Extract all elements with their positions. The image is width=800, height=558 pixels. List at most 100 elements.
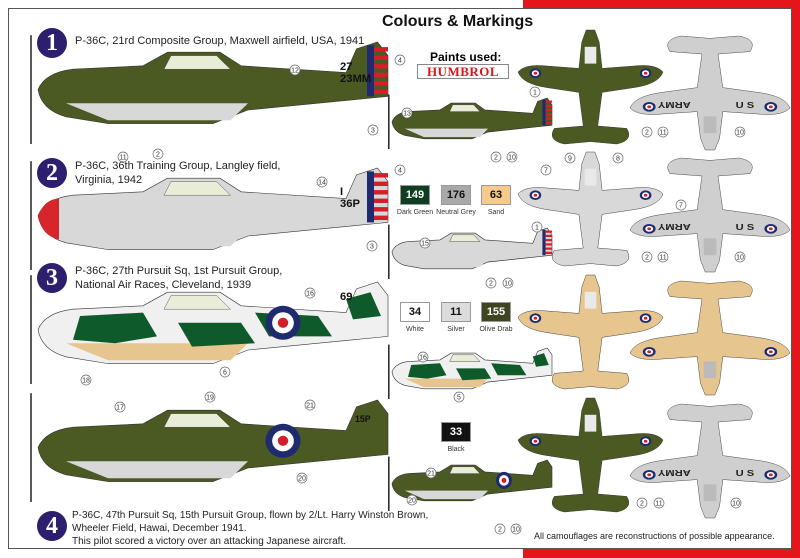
callout-circle — [401, 107, 413, 119]
callout-number: 18 — [82, 378, 90, 385]
tail-code-text: 15P — [355, 414, 371, 424]
callout-circle — [730, 497, 742, 509]
underside — [404, 490, 488, 500]
underwing-us-text: U S — [736, 101, 755, 110]
underwing-army-text: ARMY — [657, 467, 690, 476]
callout-circle — [406, 494, 418, 506]
paint-name: Olive Drab — [479, 326, 513, 333]
callout-number: 10 — [736, 255, 744, 262]
callout-number: 10 — [504, 281, 512, 288]
callout-number: 15 — [421, 241, 429, 248]
canopy — [163, 181, 231, 196]
rudder-stripe — [545, 230, 552, 233]
underside — [66, 229, 248, 247]
callout-number: 11 — [659, 130, 666, 137]
callout-circle — [675, 199, 687, 211]
callout-circle — [80, 374, 92, 386]
roundel-center — [647, 473, 652, 477]
side-view-aircraft — [30, 161, 390, 271]
spinner-red-yellow — [38, 198, 59, 240]
callout-circle — [494, 523, 506, 535]
callout-number: 20 — [298, 476, 306, 483]
rudder-stripe — [374, 198, 388, 204]
camouflage-green — [73, 292, 381, 344]
canopy — [584, 168, 597, 186]
callout-number: 16 — [419, 355, 427, 362]
callout-circle — [564, 152, 576, 164]
callout-number: 10 — [512, 527, 520, 534]
callout-circle — [653, 497, 665, 509]
side-view-aircraft — [30, 35, 390, 145]
underside — [66, 343, 248, 361]
canopy — [449, 466, 481, 474]
bottom-view-aircraft — [629, 280, 791, 396]
callout-number: 5 — [457, 395, 461, 402]
underwing-us-text: U S — [736, 223, 755, 232]
callout-number: 4 — [398, 58, 402, 65]
callout-number: 7 — [544, 168, 548, 175]
callout-circle — [304, 399, 316, 411]
engine-cowl — [703, 484, 717, 502]
callout-circle — [366, 240, 378, 252]
paint-swatch-155: 155 — [481, 302, 511, 322]
callout-number: 17 — [116, 405, 124, 412]
roundel-center — [643, 71, 648, 75]
callout-number: 6 — [223, 370, 227, 377]
paint-swatch-176: 176 — [441, 185, 471, 205]
scheme-2-line-2: Virginia, 1942 — [75, 174, 143, 186]
rudder-stripe — [545, 117, 552, 120]
callout-circle — [117, 151, 129, 163]
callout-circle — [506, 151, 518, 163]
callout-circle — [531, 221, 543, 233]
top-view-aircraft — [517, 29, 664, 145]
rudder-blue-band — [542, 99, 546, 126]
engine-cowl — [703, 116, 717, 134]
callout-circle — [641, 126, 653, 138]
paint-swatch-33: 33 — [441, 422, 471, 442]
underside — [66, 103, 248, 121]
camouflage-green — [456, 368, 492, 381]
callout-number: 11 — [655, 501, 662, 508]
callout-number: 10 — [508, 155, 516, 162]
canopy — [449, 104, 481, 112]
rudder-stripe — [374, 64, 388, 69]
callout-number: 21 — [306, 403, 314, 410]
paint-swatch-149: 149 — [400, 185, 430, 205]
roundel-center — [533, 439, 538, 443]
callout-circle — [510, 523, 522, 535]
callout-number: 10 — [732, 501, 740, 508]
callout-circle — [612, 152, 624, 164]
rudder-stripe — [545, 121, 552, 125]
rudder-stripe — [374, 89, 388, 95]
canopy — [584, 46, 597, 64]
paints-used-label: Paints used: — [430, 50, 502, 64]
rudder-blue-band — [542, 229, 546, 256]
canopy — [163, 413, 231, 428]
callout-number: 16 — [306, 291, 314, 298]
rudder-stripe — [545, 234, 552, 238]
callout-number: 1 — [535, 225, 539, 232]
callout-circle — [367, 124, 379, 136]
paint-swatch-63: 63 — [481, 185, 511, 205]
scheme-number-1: 1 — [37, 28, 67, 58]
scheme-4-line-3: This pilot scored a victory over an atta… — [72, 536, 347, 547]
callout-circle — [394, 54, 406, 66]
rudder-blue-band — [367, 45, 374, 97]
callout-number: 11 — [119, 155, 126, 162]
callout-circle — [453, 391, 465, 403]
rudder-stripe — [545, 104, 552, 108]
callout-number: 2 — [498, 527, 502, 534]
side-view-aircraft — [388, 224, 553, 280]
callout-circle — [734, 251, 746, 263]
canopy — [449, 234, 481, 242]
canopy — [163, 295, 231, 310]
paint-name: Sand — [487, 209, 505, 216]
scheme-2-line-1: P-36C, 36th Training Group, Langley fiel… — [75, 160, 281, 172]
callout-circle — [296, 472, 308, 484]
canopy — [584, 291, 597, 309]
underside — [404, 128, 488, 138]
callout-circle — [502, 277, 514, 289]
